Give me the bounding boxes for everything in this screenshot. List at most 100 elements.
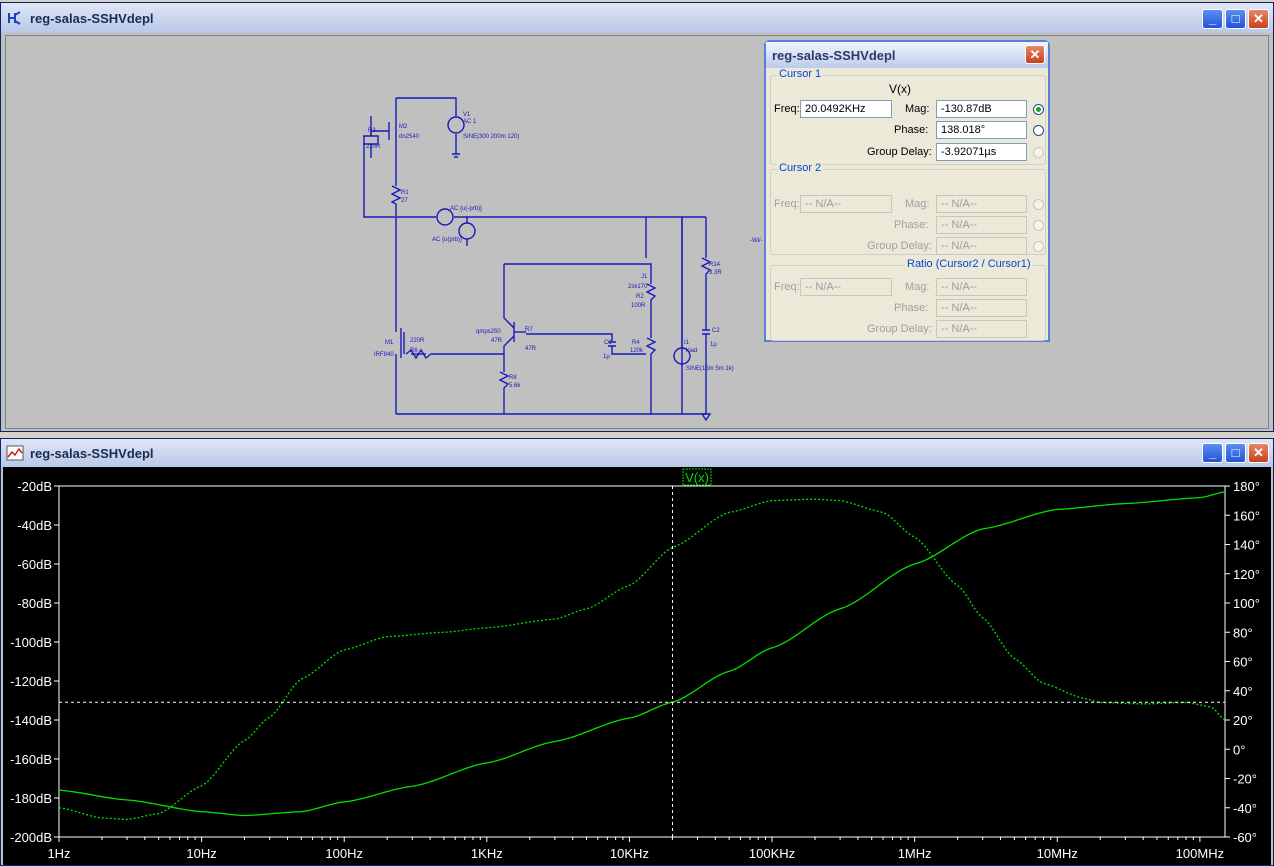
schematic-canvas[interactable]: V1 AC 1 SINE(300 200m 120) M2 dn2540 R3 … — [5, 35, 1269, 429]
x-tick-label: 100KHz — [749, 846, 795, 861]
series-mag-line — [58, 491, 1226, 817]
cursor1-freq-field[interactable]: 20.0492KHz — [800, 100, 892, 118]
cursor2-group: Cursor 2 Freq: -- N/A-- Mag: -- N/A-- Ph… — [770, 162, 1046, 255]
cursor-dialog-title: reg-salas-SSHVdepl — [772, 47, 896, 63]
cursor1-freq-label: Freq: — [774, 103, 800, 115]
schematic-titlebar[interactable]: reg-salas-SSHVdepl _ □ ✕ — [1, 3, 1273, 33]
ratio-label: Ratio (Cursor2 / Cursor1) — [905, 258, 1033, 270]
y-right-tick-label: -40° — [1233, 801, 1257, 816]
ratio-phase-field[interactable]: -- N/A-- — [936, 299, 1027, 317]
maximize-button[interactable]: □ — [1225, 443, 1246, 463]
cursor2-label: Cursor 2 — [777, 162, 824, 174]
cursor2-phase-field[interactable]: -- N/A-- — [936, 216, 1027, 234]
trace-label-box[interactable] — [682, 468, 712, 486]
ratio-mag-field[interactable]: -- N/A-- — [936, 278, 1027, 296]
component-value: qmps250 — [476, 329, 501, 335]
schematic-labels: V1 AC 1 SINE(300 200m 120) M2 dn2540 R3 … — [366, 112, 763, 389]
x-tick-label: 100Hz — [325, 846, 363, 861]
cursor1-mag-label: Mag: — [905, 103, 930, 115]
ratio-freq-label: Freq: — [774, 281, 800, 293]
cursor-dialog-close-button[interactable]: ✕ — [1025, 45, 1045, 64]
series-phase-line — [58, 498, 1226, 821]
component-value: IRF840 — [374, 352, 394, 358]
schematic-wires — [363, 97, 712, 422]
plot-window-title: reg-salas-SSHVdepl — [30, 445, 154, 461]
ratio-phase-label: Phase: — [894, 302, 929, 314]
close-button[interactable]: ✕ — [1248, 443, 1269, 463]
y-left-tick-label: -200dB — [10, 830, 52, 845]
y-right-tick-label: 160° — [1233, 508, 1260, 523]
cursor2-mag-field[interactable]: -- N/A-- — [936, 195, 1027, 213]
component-value: SINE(15m 5m 1k) — [686, 366, 734, 372]
cursor2-gd-field[interactable]: -- N/A-- — [936, 237, 1027, 255]
cursor1-group: Cursor 1 V(x) Freq: 20.0492KHz Mag: -130… — [770, 68, 1046, 165]
y-right-tick-label: 140° — [1233, 538, 1260, 553]
y-right-tick-label: 0° — [1233, 742, 1245, 757]
minimize-button[interactable]: _ — [1202, 443, 1223, 463]
plot-frame — [58, 485, 1226, 838]
y-left-tick-label: -120dB — [10, 674, 52, 689]
cursor2-mag-label: Mag: — [905, 198, 930, 210]
component-value: 3.3R — [709, 270, 722, 276]
cursor1-phase-field[interactable]: 138.018° — [936, 121, 1027, 139]
component-ref: J1 — [641, 274, 648, 280]
component-value: 1µ — [710, 342, 717, 348]
cursor2-freq-label: Freq: — [774, 198, 800, 210]
ratio-group: Ratio (Cursor2 / Cursor1) Freq: -- N/A--… — [770, 258, 1046, 341]
cursor2-freq-field[interactable]: -- N/A-- — [800, 195, 892, 213]
y-left-tick-label: -60dB — [17, 557, 52, 572]
component-value: 2sk170 — [628, 284, 648, 290]
cursor1-gd-radio[interactable] — [1033, 147, 1044, 158]
cursor-dialog: reg-salas-SSHVdepl ✕ Cursor 1 V(x) Freq:… — [764, 40, 1050, 342]
cursor-dialog-titlebar[interactable]: reg-salas-SSHVdepl ✕ — [766, 42, 1048, 68]
component-ref: R2 — [636, 294, 644, 300]
ratio-gd-label: Group Delay: — [867, 323, 932, 335]
x-tick-label: 10MHz — [1037, 846, 1078, 861]
component-ref: R7 — [525, 327, 533, 333]
cursor1-label: Cursor 1 — [777, 68, 824, 80]
component-ref: R4 — [632, 340, 640, 346]
close-button[interactable]: ✕ — [1248, 9, 1269, 29]
y-right-tick-label: -60° — [1233, 830, 1257, 845]
cursor1-phase-radio[interactable] — [1033, 125, 1044, 136]
y-right-tick-label: 40° — [1233, 684, 1253, 699]
x-tick-label: 1Hz — [47, 846, 70, 861]
x-tick-label: 10KHz — [610, 846, 649, 861]
y-right-tick-label: 120° — [1233, 567, 1260, 582]
cursor1-gd-label: Group Delay: — [867, 146, 932, 158]
cursor1-gd-field[interactable]: -3.92071µs — [936, 143, 1027, 161]
cursor2-mag-radio[interactable] — [1033, 199, 1044, 210]
cursor2-gd-label: Group Delay: — [867, 240, 932, 252]
component-value: 47R — [525, 346, 537, 352]
y-right-tick-label: -20° — [1233, 772, 1257, 787]
component-ref: R14 — [709, 262, 721, 268]
y-left-tick-label: -100dB — [10, 635, 52, 650]
ratio-gd-field[interactable]: -- N/A-- — [936, 320, 1027, 338]
ratio-freq-field[interactable]: -- N/A-- — [800, 278, 892, 296]
y-right-tick-label: 20° — [1233, 713, 1253, 728]
y-left-tick-label: -160dB — [10, 752, 52, 767]
component-value: 100R — [631, 303, 646, 309]
waveform-icon — [6, 445, 24, 461]
y-right-tick-label: 80° — [1233, 625, 1253, 640]
component-value: 1µ — [603, 354, 610, 360]
y-right-tick-label: 100° — [1233, 596, 1260, 611]
component-ref: V1 — [463, 112, 471, 118]
cursor1-mag-radio[interactable] — [1033, 104, 1044, 115]
cursor2-phase-radio[interactable] — [1033, 220, 1044, 231]
schematic-window: reg-salas-SSHVdepl _ □ ✕ — [0, 2, 1274, 432]
cursor2-gd-radio[interactable] — [1033, 241, 1044, 252]
trace-label[interactable]: V(x) — [685, 470, 709, 485]
component-value: 120k — [630, 348, 644, 354]
maximize-button[interactable]: □ — [1225, 9, 1246, 29]
x-tick-label: 100MHz — [1176, 846, 1224, 861]
y-left-tick-label: -40dB — [17, 518, 52, 533]
component-ref: R8 — [509, 375, 517, 381]
minimize-button[interactable]: _ — [1202, 9, 1223, 29]
plot-titlebar[interactable]: reg-salas-SSHVdepl _ □ ✕ — [1, 439, 1273, 467]
component-ref: C1 — [604, 340, 612, 346]
cursor1-mag-field[interactable]: -130.87dB — [936, 100, 1027, 118]
